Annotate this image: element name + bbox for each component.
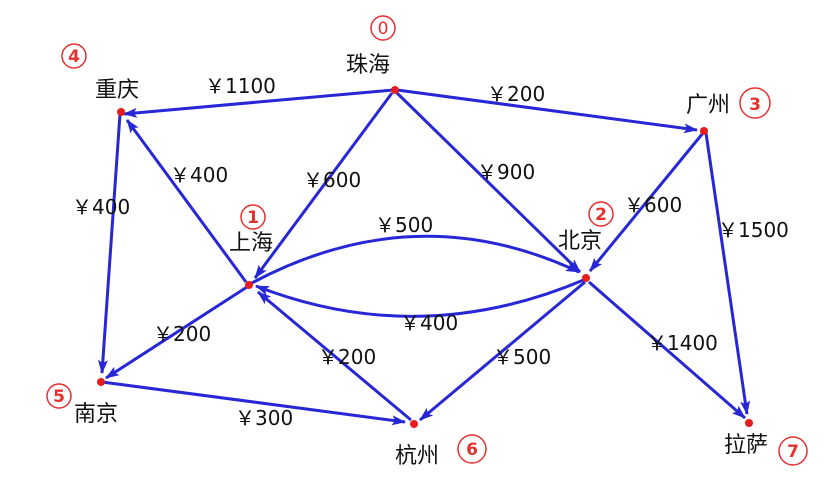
edge-zhuhai-chongqing (123, 88, 394, 118)
index-number-beijing: 2 (595, 205, 607, 225)
index-badge-guangzhou: 3 (739, 87, 771, 119)
edge-label-zhuhai-shanghai: ￥600 (303, 168, 361, 192)
node-dot-guangzhou (700, 127, 708, 135)
index-badge-zhuhai: 0 (370, 15, 396, 41)
edge-nanjing-hangzhou (101, 380, 406, 426)
edge-zhuhai-guangzhou (396, 88, 698, 134)
node-dot-hangzhou (410, 420, 418, 428)
edge-label-shanghai-nanjing: ￥200 (153, 322, 211, 346)
index-number-guangzhou: 3 (749, 95, 761, 115)
city-label-zhuhai: 珠海 (346, 53, 390, 78)
city-label-nanjing: 南京 (74, 402, 118, 427)
city-label-guangzhou: 广州 (686, 93, 730, 118)
edge-label-guangzhou-beijing: ￥600 (624, 193, 682, 217)
edge-chongqing-nanjing (97, 113, 122, 374)
edge-beijing-lhasa (588, 280, 746, 420)
edge-guangzhou-lhasa (704, 132, 751, 415)
index-badge-beijing: 2 (588, 201, 614, 227)
edge-shanghai-beijing (249, 234, 580, 286)
node-dot-chongqing (117, 108, 125, 116)
index-number-chongqing: 4 (68, 47, 80, 67)
edge-label-beijing-hangzhou: ￥500 (493, 345, 551, 369)
node-dot-beijing (582, 274, 590, 282)
edge-label-beijing-shanghai: ￥400 (400, 311, 458, 335)
index-number-hangzhou: 6 (466, 440, 478, 460)
index-number-nanjing: 5 (53, 387, 65, 407)
edge-label-zhuhai-chongqing: ￥1100 (205, 74, 276, 98)
edge-label-zhuhai-guangzhou: ￥200 (487, 82, 545, 106)
city-label-lhasa: 拉萨 (724, 433, 768, 458)
edge-label-hangzhou-shanghai: ￥200 (318, 345, 376, 369)
edge-label-zhuhai-beijing: ￥900 (477, 160, 535, 184)
index-badge-lhasa: 7 (778, 436, 808, 466)
edge-label-beijing-lhasa: ￥1400 (647, 331, 718, 355)
city-label-chongqing: 重庆 (95, 78, 139, 103)
index-number-shanghai: 1 (247, 208, 259, 228)
node-dot-zhuhai (391, 86, 399, 94)
edge-label-shanghai-beijing: ￥500 (375, 213, 433, 237)
index-badge-shanghai: 1 (240, 204, 266, 230)
edge-shanghai-nanjing (105, 285, 248, 380)
edge-shanghai-chongqing (125, 119, 248, 283)
edge-label-nanjing-hangzhou: ￥300 (235, 406, 293, 430)
node-dot-shanghai (245, 281, 253, 289)
index-number-lhasa: 7 (787, 442, 799, 462)
edge-beijing-hangzhou (419, 280, 586, 422)
index-badge-hangzhou: 6 (457, 434, 487, 464)
edge-label-guangzhou-lhasa: ￥1500 (718, 218, 789, 242)
edge-zhuhai-beijing (395, 91, 582, 274)
city-label-hangzhou: 杭州 (395, 444, 439, 469)
index-badge-chongqing: 4 (61, 43, 87, 69)
edge-label-shanghai-chongqing: ￥400 (170, 163, 228, 187)
edge-label-chongqing-nanjing: ￥400 (72, 195, 130, 219)
index-number-zhuhai: 0 (378, 19, 389, 39)
index-badge-nanjing: 5 (46, 383, 72, 409)
edge-beijing-shanghai (255, 277, 587, 318)
node-dot-lhasa (745, 419, 753, 427)
city-label-shanghai: 上海 (229, 231, 273, 256)
edge-guangzhou-beijing (588, 132, 705, 272)
edge-hangzhou-shanghai (257, 290, 412, 422)
city-label-beijing: 北京 (558, 229, 602, 254)
node-dot-nanjing (97, 378, 105, 386)
edge-zhuhai-shanghai (253, 92, 394, 279)
